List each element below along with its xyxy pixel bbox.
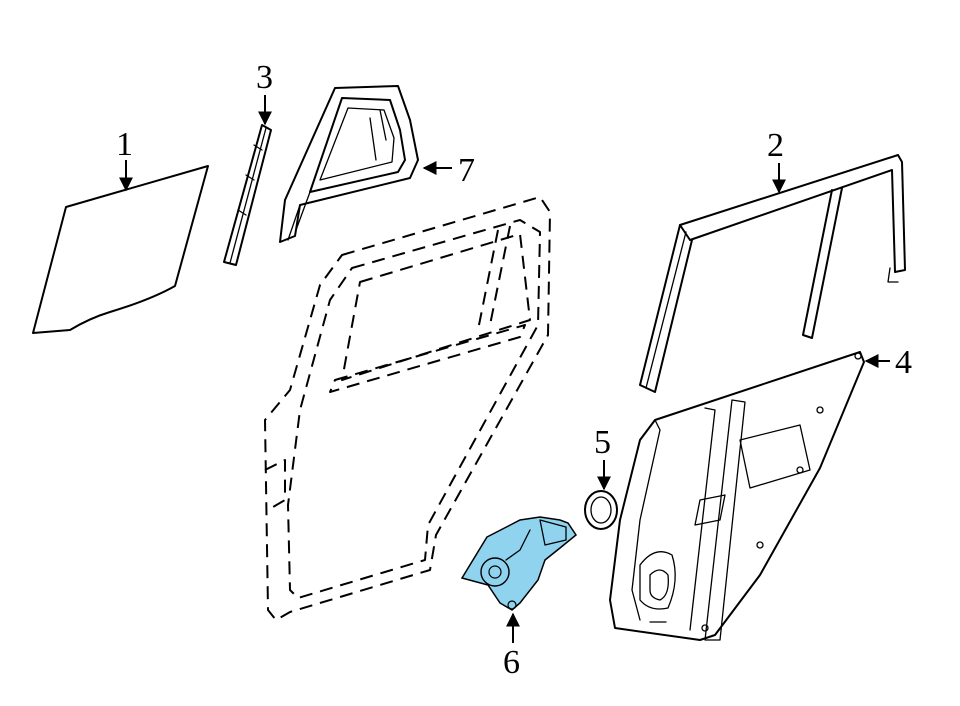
belt-weatherstrip-part[interactable]: [223, 124, 272, 266]
callout-7: 7: [458, 152, 475, 189]
callout-6: 6: [503, 644, 520, 681]
regulator-motor-part[interactable]: [460, 516, 578, 611]
quarter-frame-part[interactable]: [279, 85, 419, 243]
regulator-panel-part[interactable]: [609, 351, 865, 641]
callout-4: 4: [895, 344, 912, 381]
callout-5: 5: [594, 424, 611, 461]
callout-1: 1: [116, 126, 133, 163]
callout-2: 2: [767, 127, 784, 164]
run-channel-part[interactable]: [639, 154, 906, 393]
callout-arrows: [119, 95, 890, 643]
door-glass-part[interactable]: [32, 165, 209, 334]
door-shell-outline: [264, 196, 551, 621]
grommet-part[interactable]: [584, 490, 618, 530]
callout-3: 3: [256, 59, 273, 96]
